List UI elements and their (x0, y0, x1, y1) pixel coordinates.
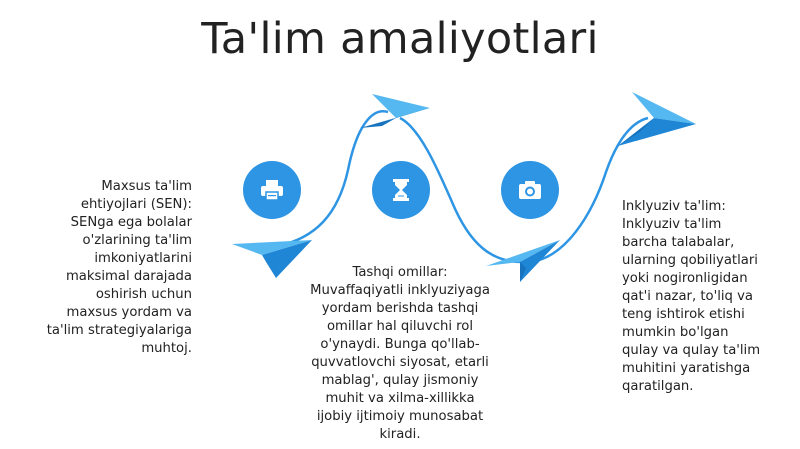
wave-line (399, 116, 523, 264)
external-factors-description: Tashqi omillar: Muvaffaqiyatli inklyuziy… (310, 265, 490, 442)
paper-plane-icon (232, 240, 312, 278)
slide-title: Ta'lim amaliyotlari (201, 14, 599, 64)
paper-plane-icon (360, 94, 430, 128)
printer-icon (261, 180, 283, 201)
inclusive-education-description: Inklyuziv ta'lim: Inklyuziv ta'lim barch… (622, 199, 761, 394)
hourglass-icon (393, 179, 409, 201)
sen-description: Maxsus ta'lim ehtiyojlari (SEN): SENga e… (46, 179, 192, 356)
paper-plane-icon (618, 92, 696, 146)
camera-icon (519, 181, 541, 199)
paper-plane-icon (486, 240, 560, 282)
printer-icon-circle (243, 161, 301, 219)
hourglass-icon-circle (372, 161, 430, 219)
wave-line (529, 116, 649, 264)
wave-line (277, 110, 389, 248)
camera-icon-circle (501, 161, 559, 219)
